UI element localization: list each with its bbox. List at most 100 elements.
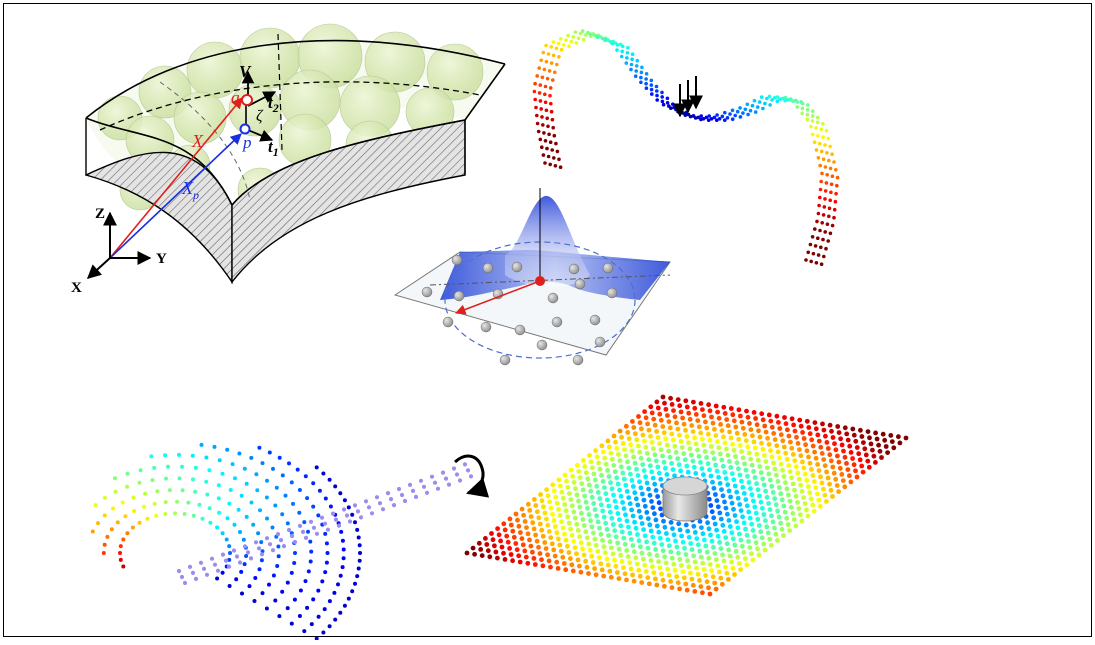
plate-node bbox=[589, 494, 595, 500]
plate-node bbox=[766, 442, 772, 447]
plate-node bbox=[617, 517, 622, 522]
strip-node bbox=[319, 515, 325, 520]
plate-node bbox=[750, 557, 756, 563]
strip-node bbox=[644, 72, 649, 76]
plate-node bbox=[790, 511, 796, 516]
plate-node bbox=[738, 537, 744, 543]
strip-node bbox=[545, 116, 549, 121]
plate-node bbox=[839, 442, 845, 448]
plate-node bbox=[719, 457, 725, 463]
plate-node bbox=[570, 568, 576, 574]
strip-node bbox=[209, 556, 215, 561]
plate-node bbox=[640, 432, 646, 438]
plate-node bbox=[792, 487, 797, 493]
plate-node bbox=[769, 513, 774, 519]
strip-node bbox=[413, 494, 419, 499]
plate-node bbox=[796, 476, 802, 482]
plate-node bbox=[495, 526, 500, 531]
plate-node bbox=[647, 551, 652, 557]
strip-node bbox=[552, 133, 557, 138]
plate-node bbox=[636, 538, 642, 544]
plate-node bbox=[530, 520, 536, 526]
plate-node bbox=[801, 495, 806, 500]
strip-node bbox=[743, 107, 748, 112]
strip-node bbox=[204, 479, 209, 484]
strip-node bbox=[539, 107, 543, 111]
strip-node bbox=[826, 136, 831, 141]
plate-node bbox=[626, 465, 632, 471]
plate-node bbox=[795, 500, 800, 505]
plate-node bbox=[623, 512, 628, 518]
strip-node bbox=[808, 242, 813, 247]
strip-node bbox=[125, 484, 130, 489]
axis-z-label: Z bbox=[95, 206, 105, 222]
strip-node bbox=[821, 122, 825, 126]
plate-node bbox=[739, 449, 744, 454]
plate-node bbox=[743, 467, 749, 473]
plate-node bbox=[563, 567, 569, 573]
plate-node bbox=[867, 435, 872, 441]
plate-node bbox=[660, 548, 666, 554]
plate-node bbox=[493, 549, 499, 555]
plate-node bbox=[672, 568, 678, 573]
plate-node bbox=[540, 533, 546, 539]
strip-node bbox=[821, 135, 825, 139]
plate-node bbox=[582, 464, 588, 469]
point-q bbox=[241, 94, 253, 106]
plate-node bbox=[766, 471, 772, 477]
plate-node bbox=[631, 549, 637, 555]
plate-node bbox=[845, 437, 851, 443]
strip-node bbox=[277, 614, 282, 619]
plate-node bbox=[695, 542, 701, 548]
strip-node bbox=[239, 493, 244, 498]
strip-node bbox=[820, 171, 824, 176]
plate-node bbox=[749, 462, 755, 468]
plate-node bbox=[752, 445, 758, 451]
plate-node bbox=[697, 548, 703, 554]
plate-node bbox=[665, 566, 670, 572]
strip-node bbox=[549, 101, 553, 106]
plate-node bbox=[681, 575, 687, 581]
plate-node bbox=[765, 435, 770, 441]
plate-node bbox=[758, 499, 764, 505]
strip-node bbox=[308, 539, 313, 544]
strip-node bbox=[728, 112, 732, 116]
plate-node bbox=[640, 491, 645, 497]
strip-node bbox=[340, 538, 345, 543]
plate-node bbox=[696, 453, 702, 459]
plate-node bbox=[505, 539, 511, 545]
strip-node bbox=[814, 148, 819, 152]
plate-node bbox=[692, 530, 698, 535]
strip-node bbox=[819, 262, 824, 267]
plate-node bbox=[808, 496, 814, 502]
plate-node bbox=[566, 550, 572, 555]
plate-node bbox=[844, 461, 849, 466]
plate-node bbox=[759, 411, 765, 417]
kernel-node bbox=[482, 262, 494, 274]
plate-node bbox=[710, 450, 716, 456]
strip-node bbox=[813, 244, 818, 248]
strip-node bbox=[825, 173, 829, 177]
plate-node bbox=[691, 523, 697, 529]
plate-node bbox=[601, 544, 607, 549]
plate-node bbox=[617, 458, 623, 463]
plate-node bbox=[689, 452, 694, 458]
plate-node bbox=[605, 468, 610, 473]
plate-node bbox=[876, 442, 881, 448]
strip-node bbox=[275, 532, 281, 537]
plate-node bbox=[903, 435, 909, 441]
plate-node bbox=[562, 472, 568, 478]
strip-node bbox=[542, 67, 547, 72]
plate-node bbox=[856, 451, 862, 457]
plate-node bbox=[669, 402, 675, 407]
strip-node bbox=[341, 507, 347, 512]
strip-node bbox=[231, 548, 237, 553]
plate-node bbox=[727, 429, 732, 435]
plate-node bbox=[620, 441, 626, 446]
strip-node bbox=[295, 467, 300, 472]
plate-node bbox=[563, 508, 569, 514]
strip-node bbox=[333, 484, 338, 489]
strip-node bbox=[322, 607, 327, 612]
plate-node bbox=[575, 557, 581, 563]
strip-node bbox=[208, 520, 213, 525]
